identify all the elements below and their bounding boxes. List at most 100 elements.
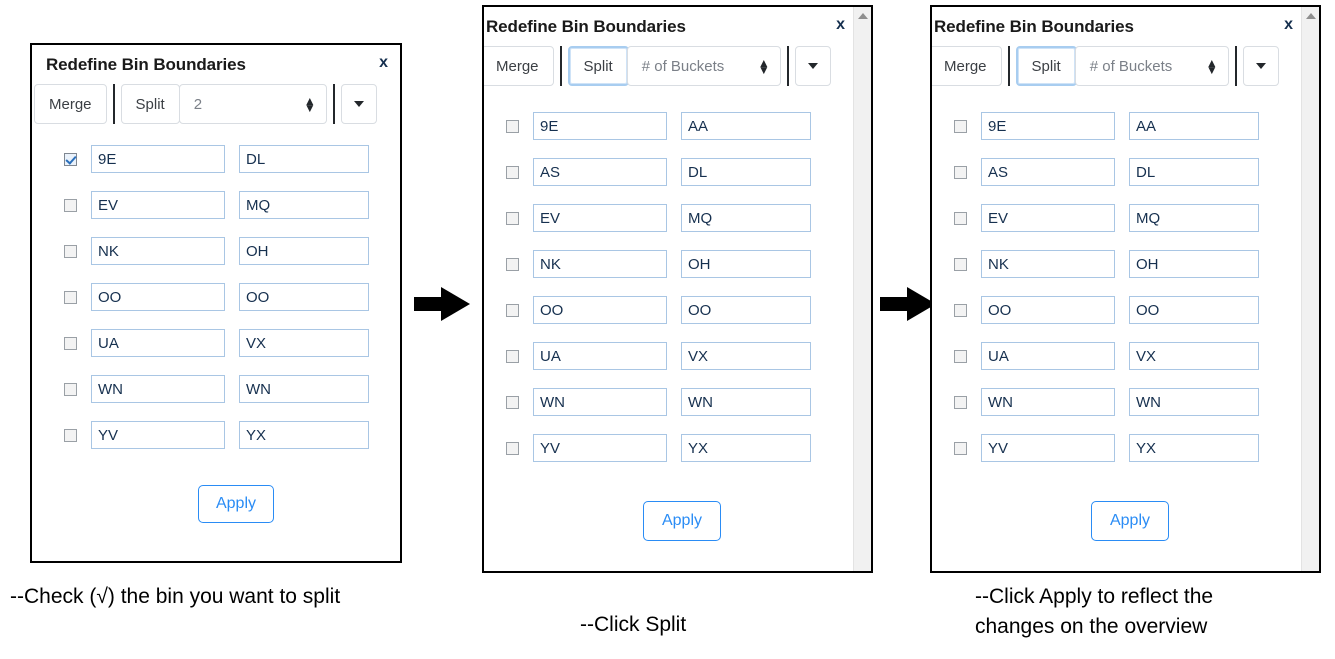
bin-start-input[interactable]: AS [533, 158, 667, 186]
toolbar-dropdown-button[interactable] [340, 84, 377, 124]
bin-start-input[interactable]: NK [981, 250, 1115, 278]
bin-checkbox[interactable] [64, 336, 77, 350]
bin-start-input[interactable]: WN [533, 388, 667, 416]
bin-end-input[interactable]: OH [681, 250, 811, 278]
buckets-stepper[interactable]: # of Buckets ▲ ▼ [626, 46, 781, 86]
apply-button[interactable]: Apply [643, 501, 721, 541]
merge-button[interactable]: Merge [932, 46, 1002, 86]
buckets-stepper[interactable]: # of Buckets ▲ ▼ [1074, 46, 1229, 86]
bin-end-input[interactable]: YX [239, 421, 369, 449]
bin-start-input[interactable]: UA [533, 342, 667, 370]
bin-end-input[interactable]: YX [681, 434, 811, 462]
bin-checkbox[interactable] [64, 382, 77, 396]
spinner-arrows[interactable]: ▲ ▼ [757, 56, 770, 77]
close-icon[interactable]: x [379, 54, 388, 71]
bin-checkbox[interactable] [506, 349, 519, 363]
bin-start-input[interactable]: OO [91, 283, 225, 311]
bin-start-input[interactable]: WN [981, 388, 1115, 416]
spinner-arrows[interactable]: ▲ ▼ [1205, 56, 1218, 77]
bin-start-input[interactable]: EV [533, 204, 667, 232]
bin-end-input[interactable]: WN [239, 375, 369, 403]
bin-start-input[interactable]: OO [533, 296, 667, 324]
bin-checkbox[interactable] [64, 244, 77, 258]
toolbar-dropdown-button[interactable] [1242, 46, 1279, 86]
bin-checkbox[interactable] [954, 119, 967, 133]
merge-button[interactable]: Merge [34, 84, 107, 124]
split-button[interactable]: Split [1015, 46, 1077, 86]
bin-checkbox[interactable] [506, 119, 519, 133]
bin-end-input[interactable]: WN [681, 388, 811, 416]
bin-start-input[interactable]: OO [981, 296, 1115, 324]
bin-end-input[interactable]: VX [681, 342, 811, 370]
bin-end-input[interactable]: DL [681, 158, 811, 186]
bin-checkbox-checked[interactable] [64, 152, 77, 166]
bin-end-input[interactable]: VX [1129, 342, 1259, 370]
bin-end-input[interactable]: MQ [1129, 204, 1259, 232]
bin-end-input[interactable]: WN [1129, 388, 1259, 416]
bin-checkbox[interactable] [954, 349, 967, 363]
bin-start-input[interactable]: UA [981, 342, 1115, 370]
bin-start-input[interactable]: YV [533, 434, 667, 462]
scroll-up-arrow-icon[interactable] [1305, 13, 1316, 19]
panel-2-scrollbar[interactable] [853, 7, 871, 571]
bin-start-input[interactable]: NK [533, 250, 667, 278]
bin-end-input[interactable]: DL [239, 145, 369, 173]
bin-start-input[interactable]: YV [981, 434, 1115, 462]
bin-checkbox[interactable] [954, 165, 967, 179]
bin-checkbox[interactable] [64, 428, 77, 442]
bin-start-input[interactable]: NK [91, 237, 225, 265]
bin-start-input[interactable]: EV [91, 191, 225, 219]
bin-checkbox[interactable] [954, 441, 967, 455]
bin-checkbox[interactable] [64, 290, 77, 304]
spinner-down-icon[interactable]: ▼ [303, 101, 316, 115]
spinner-up-icon[interactable]: ▲ [757, 56, 770, 70]
bin-start-input[interactable]: 9E [533, 112, 667, 140]
bin-checkbox[interactable] [506, 165, 519, 179]
bin-checkbox[interactable] [954, 395, 967, 409]
bin-start-input[interactable]: YV [91, 421, 225, 449]
bin-end-input[interactable]: AA [1129, 112, 1259, 140]
bin-checkbox[interactable] [954, 303, 967, 317]
bin-end-input[interactable]: OH [239, 237, 369, 265]
bin-end-input[interactable]: MQ [681, 204, 811, 232]
spinner-down-icon[interactable]: ▼ [1205, 63, 1218, 77]
spinner-up-icon[interactable]: ▲ [303, 94, 316, 108]
bin-start-input[interactable]: 9E [91, 145, 225, 173]
bin-end-input[interactable]: OO [239, 283, 369, 311]
close-icon[interactable]: x [836, 16, 845, 33]
bin-start-input[interactable]: EV [981, 204, 1115, 232]
bin-checkbox[interactable] [954, 257, 967, 271]
bin-end-input[interactable]: MQ [239, 191, 369, 219]
buckets-stepper[interactable]: 2 ▲ ▼ [178, 84, 327, 124]
scroll-up-arrow-icon[interactable] [857, 13, 868, 19]
bin-end-input[interactable]: DL [1129, 158, 1259, 186]
bin-checkbox[interactable] [506, 257, 519, 271]
bin-checkbox[interactable] [506, 395, 519, 409]
spinner-down-icon[interactable]: ▼ [757, 63, 770, 77]
bin-checkbox[interactable] [64, 198, 77, 212]
bin-end-input[interactable]: YX [1129, 434, 1259, 462]
bin-start-input[interactable]: WN [91, 375, 225, 403]
bin-checkbox[interactable] [506, 303, 519, 317]
bin-end-input[interactable]: AA [681, 112, 811, 140]
spinner-arrows[interactable]: ▲ ▼ [303, 94, 316, 115]
bin-checkbox[interactable] [506, 211, 519, 225]
bin-start-input[interactable]: AS [981, 158, 1115, 186]
close-icon[interactable]: x [1284, 16, 1293, 33]
bin-checkbox[interactable] [506, 441, 519, 455]
bin-end-input[interactable]: OO [1129, 296, 1259, 324]
split-button[interactable]: Split [567, 46, 629, 86]
panel-3-scrollbar[interactable] [1301, 7, 1319, 571]
bin-end-input[interactable]: OH [1129, 250, 1259, 278]
bin-start-input[interactable]: 9E [981, 112, 1115, 140]
bin-start-input[interactable]: UA [91, 329, 225, 357]
bin-end-input[interactable]: OO [681, 296, 811, 324]
apply-button[interactable]: Apply [198, 485, 274, 523]
apply-button[interactable]: Apply [1091, 501, 1169, 541]
split-button[interactable]: Split [120, 84, 180, 124]
toolbar-dropdown-button[interactable] [794, 46, 831, 86]
bin-checkbox[interactable] [954, 211, 967, 225]
spinner-up-icon[interactable]: ▲ [1205, 56, 1218, 70]
merge-button[interactable]: Merge [484, 46, 554, 86]
bin-end-input[interactable]: VX [239, 329, 369, 357]
